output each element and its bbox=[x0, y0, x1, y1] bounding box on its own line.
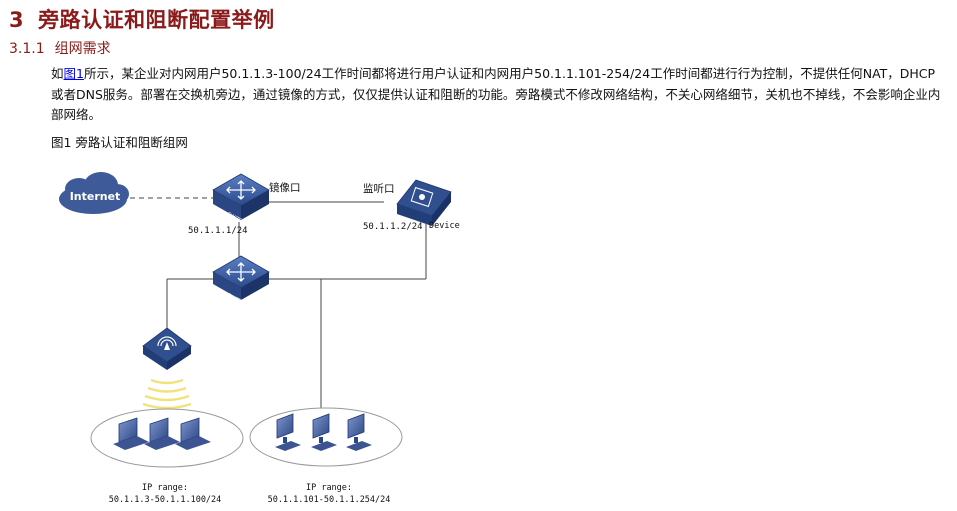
figure-link[interactable]: 图1 bbox=[63, 66, 84, 81]
monitor-port-label: 监听口 bbox=[363, 182, 395, 195]
core-switch-icon: SWITCH bbox=[212, 255, 270, 307]
laptop-icon bbox=[144, 417, 180, 450]
network-diagram: Internet SWITCH SWITCH bbox=[51, 152, 462, 510]
subsection-title: 组网需求 bbox=[54, 41, 111, 57]
subsection-number: 3.1.1 bbox=[9, 41, 45, 57]
group2-range-title: IP range: bbox=[306, 483, 352, 493]
paragraph-prefix: 如 bbox=[51, 66, 64, 81]
mirror-port-label: 镜像口 bbox=[269, 181, 301, 194]
figure-caption: 图1 旁路认证和阻断组网 bbox=[51, 135, 188, 150]
laptop-icon bbox=[113, 417, 149, 450]
desktop-pc-icon bbox=[275, 413, 301, 451]
group1-range-title: IP range: bbox=[142, 483, 188, 493]
section-number: 3 bbox=[9, 8, 25, 32]
paragraph-body: 所示，某企业对内网用户50.1.1.3-100/24工作时间都将进行用户认证和内… bbox=[51, 66, 941, 122]
device-label: Device bbox=[429, 221, 460, 231]
section-title: 旁路认证和阻断配置举例 bbox=[38, 8, 275, 32]
subsection-heading: 3.1.1 组网需求 bbox=[9, 38, 111, 58]
internet-cloud-icon: Internet bbox=[59, 172, 129, 214]
desktop-pc-icon bbox=[311, 413, 337, 451]
device-ip-label: 50.1.1.2/24 bbox=[363, 222, 423, 232]
wifi-signal-icon bbox=[142, 378, 192, 410]
laptop-icon bbox=[175, 417, 211, 450]
wireless-ap-icon bbox=[142, 327, 192, 370]
internet-label: Internet bbox=[70, 190, 121, 203]
section-heading: 3 旁路认证和阻断配置举例 bbox=[9, 4, 275, 34]
desktop-pc-icon bbox=[346, 413, 372, 451]
group2-range: 50.1.1.101-50.1.1.254/24 bbox=[268, 495, 391, 505]
device-icon bbox=[396, 179, 452, 226]
switch-ip-label: 50.1.1.1/24 bbox=[188, 226, 248, 236]
group1-range: 50.1.1.3-50.1.1.100/24 bbox=[109, 495, 222, 505]
top-switch-icon: SWITCH bbox=[212, 173, 270, 226]
network-diagram-svg: Internet SWITCH SWITCH bbox=[59, 172, 460, 505]
requirements-paragraph: 如图1所示，某企业对内网用户50.1.1.3-100/24工作时间都将进行用户认… bbox=[51, 64, 946, 126]
